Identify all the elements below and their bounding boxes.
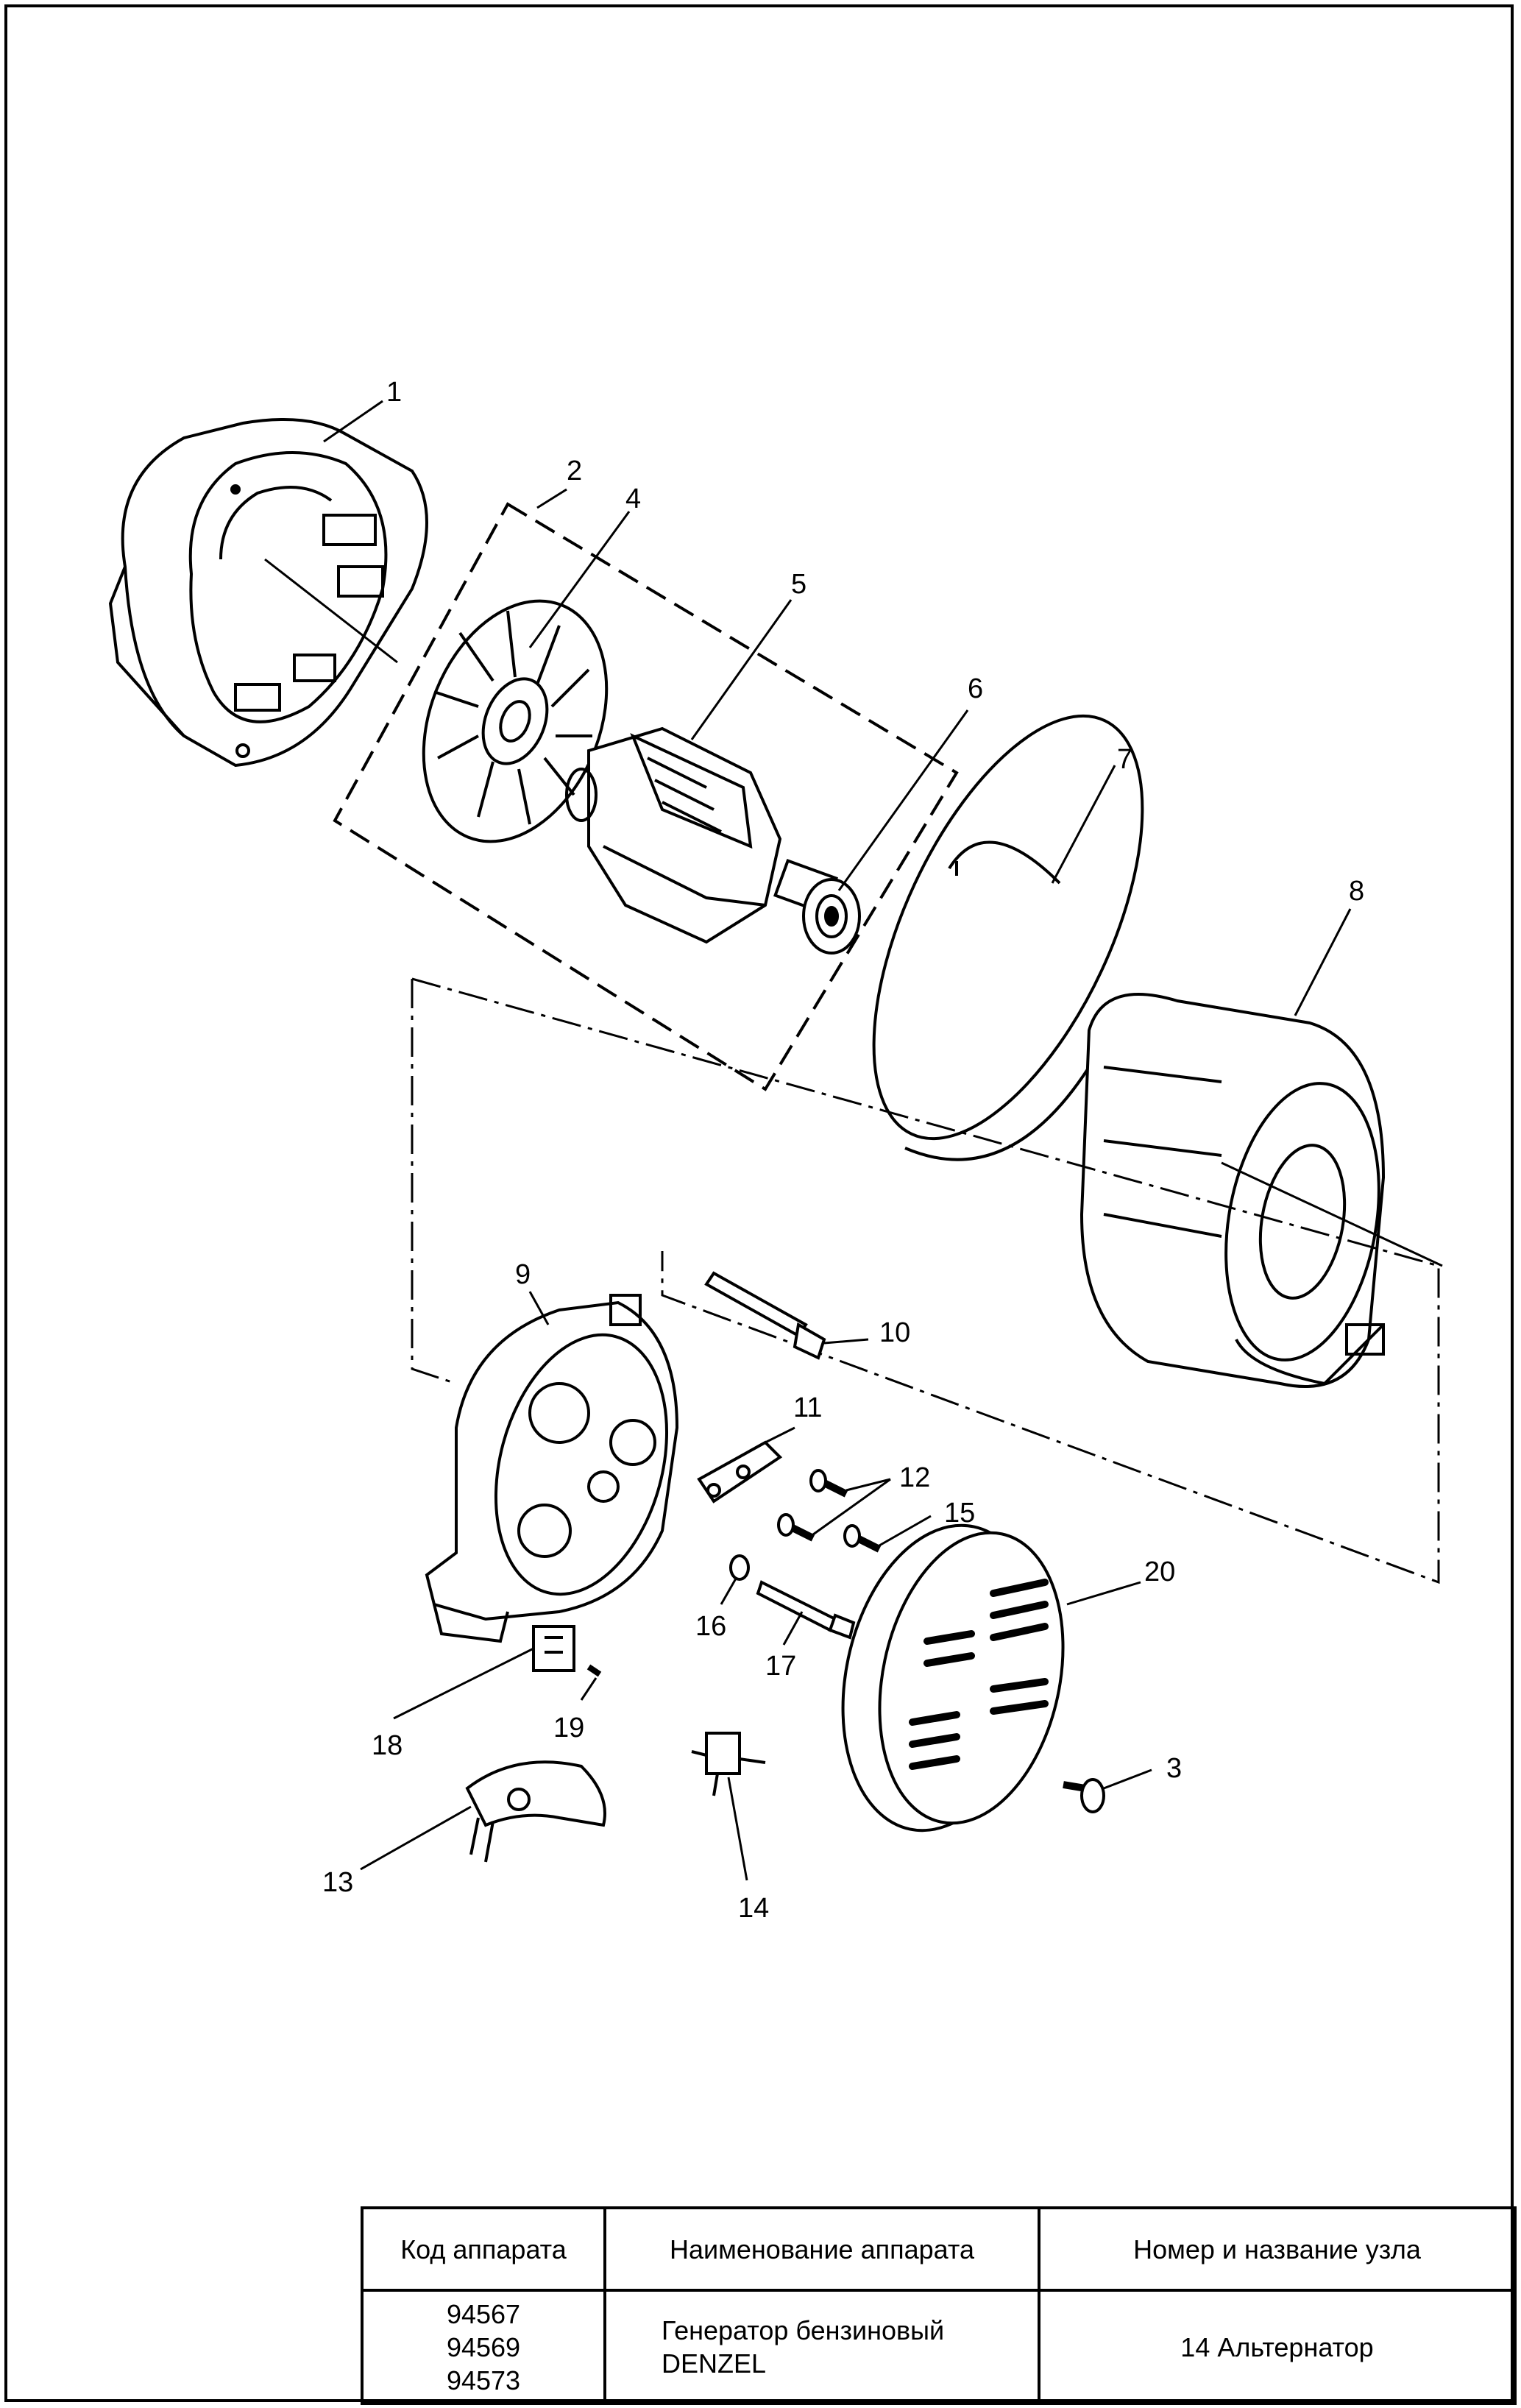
part-8-stator (1079, 993, 1443, 1388)
part-12-15-screws (777, 1469, 882, 1553)
part-10-through-bolt (704, 1271, 826, 1360)
header-unit: Номер и название узла (1038, 2206, 1517, 2292)
part-16-17-washer-bolt (729, 1554, 856, 1640)
exploded-view-diagram: 1 2 3 4 5 6 7 8 9 10 11 12 13 14 15 16 1… (108, 377, 1443, 1924)
device-name-line-1: Генератор бензиновый (662, 2315, 945, 2345)
device-code: 94573 (446, 2365, 521, 2395)
callout-16: 16 (695, 1611, 726, 1642)
unit-name-cell: 14 Альтернатор (1038, 2289, 1517, 2405)
unit-name: Альтернатор (1217, 2331, 1374, 2362)
callout-labels: 1 2 3 4 5 6 7 8 9 10 11 12 13 14 15 16 1… (322, 377, 1364, 1924)
callout-11: 11 (793, 1392, 822, 1423)
part-20-end-cover (841, 1523, 1065, 1832)
callout-2: 2 (567, 456, 582, 486)
callout-5: 5 (791, 569, 806, 600)
part-3-cover-bolt (1063, 1778, 1105, 1813)
callout-4: 4 (625, 484, 641, 514)
callout-6: 6 (968, 673, 983, 704)
callout-3: 3 (1166, 1753, 1182, 1784)
part-13-voltage-regulator (465, 1760, 606, 1863)
part-2-rotor-assembly-box (333, 502, 959, 1091)
callout-19: 19 (553, 1713, 584, 1743)
part-7-band (872, 714, 1144, 1161)
callout-10: 10 (879, 1317, 910, 1348)
callout-9: 9 (515, 1259, 531, 1290)
callout-7: 7 (1117, 744, 1132, 775)
callout-8: 8 (1349, 876, 1364, 907)
callout-15: 15 (944, 1498, 975, 1529)
device-info-table: Код аппарата Наименование аппарата Номер… (361, 2206, 1517, 2405)
header-device-name: Наименование аппарата (603, 2206, 1040, 2292)
assembly-guide-lines (411, 977, 1440, 1584)
callout-20: 20 (1144, 1557, 1175, 1587)
part-6-bearing (802, 878, 861, 955)
device-codes: 94567 94569 94573 (361, 2289, 606, 2405)
callout-14: 14 (738, 1893, 769, 1924)
part-11-brush-holder (697, 1440, 783, 1504)
device-code: 94569 (446, 2331, 521, 2362)
callout-18: 18 (372, 1730, 403, 1761)
part-14-brush (691, 1732, 766, 1796)
leader-lines (323, 400, 1352, 1881)
device-code: 94567 (446, 2298, 521, 2329)
part-5-rotor (565, 726, 839, 944)
unit-number: 14 (1180, 2331, 1210, 2362)
part-4-fan (422, 599, 609, 843)
part-18-19-terminal-block (532, 1625, 602, 1677)
device-name: Генератор бензиновый DENZEL (603, 2289, 1040, 2405)
callout-17: 17 (765, 1651, 796, 1682)
part-9-rear-housing (425, 1294, 679, 1643)
callout-12: 12 (899, 1462, 930, 1493)
callout-1: 1 (386, 377, 402, 408)
part-1-end-housing (108, 418, 428, 768)
device-name-line-2: DENZEL (662, 2348, 767, 2379)
callout-13: 13 (322, 1867, 353, 1898)
header-device-code: Код аппарата (361, 2206, 606, 2292)
